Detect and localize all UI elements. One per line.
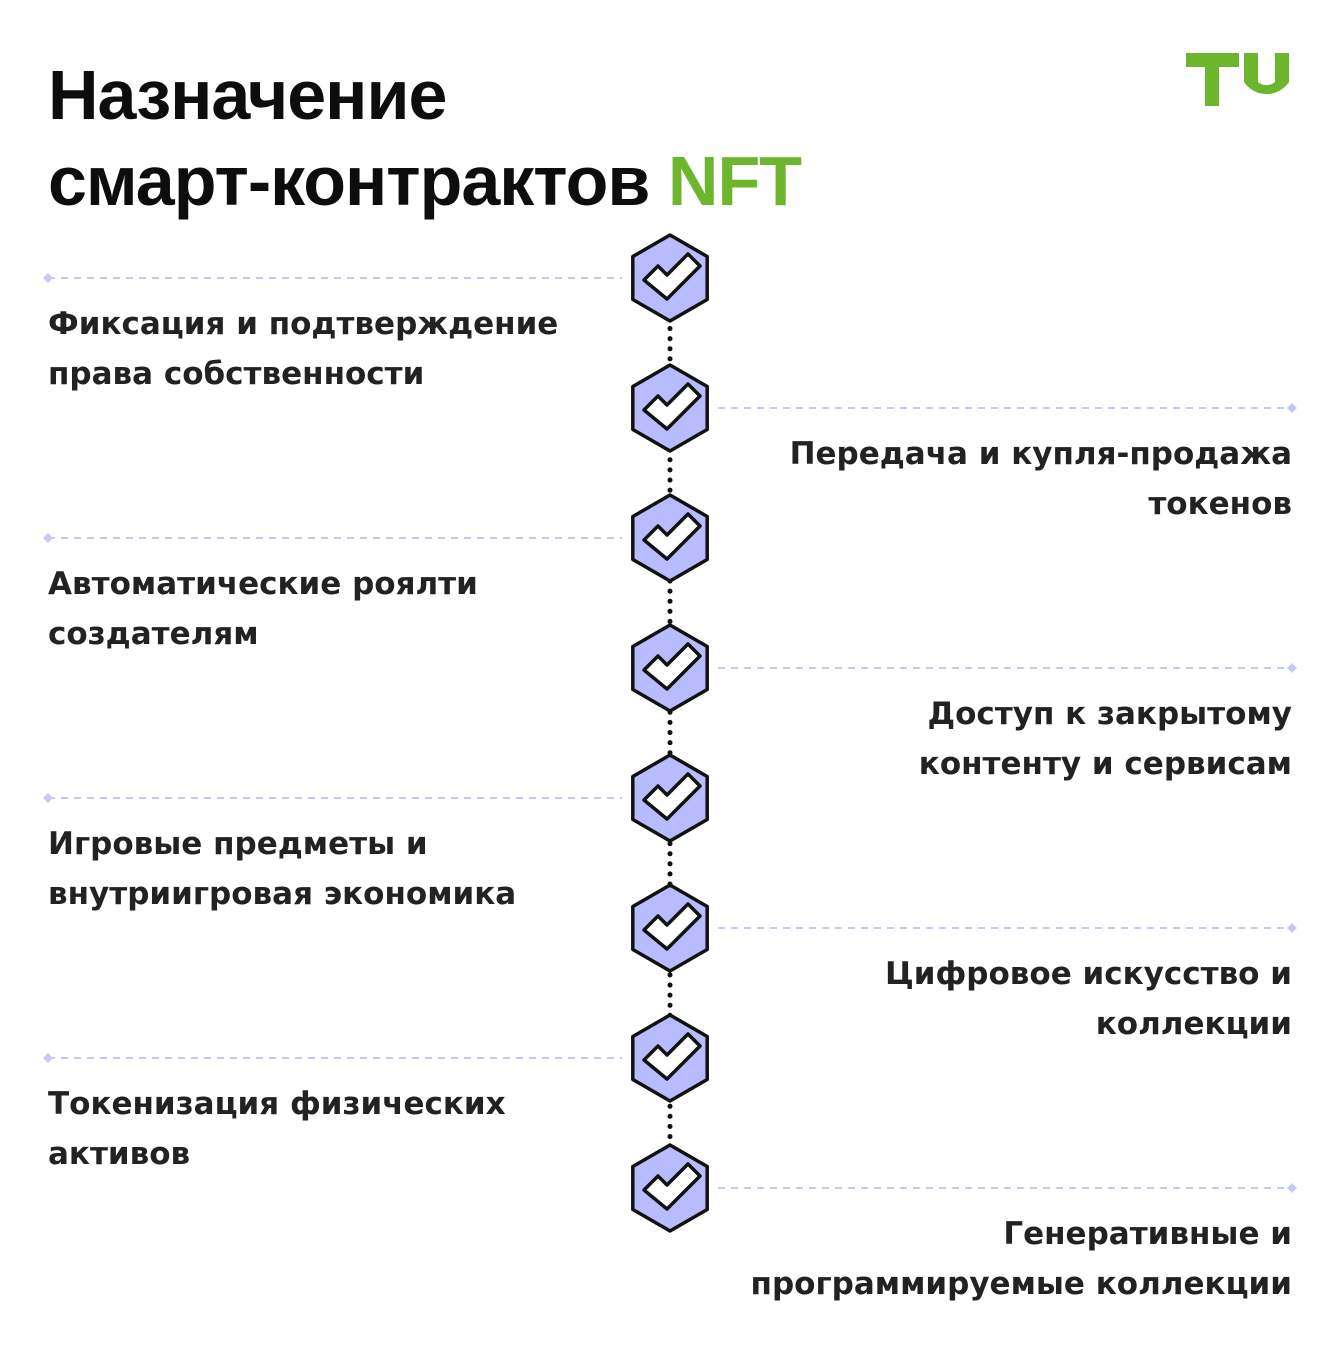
- item-label: Фиксация и подтверждение права собственно…: [48, 299, 608, 399]
- item-label-line-1: Генеративные и: [1003, 1216, 1292, 1252]
- title-accent: NFT: [667, 142, 802, 220]
- check-icon: [642, 252, 702, 301]
- page-title: Назначение смарт-контрактов NFT: [48, 52, 802, 224]
- check-badge: [631, 493, 709, 583]
- item-label-line-2: коллекции: [1095, 1006, 1292, 1042]
- guide-diamond: [43, 1053, 53, 1063]
- item-label-line-2: активов: [48, 1136, 191, 1172]
- item-label: Токенизация физических активов: [48, 1079, 608, 1179]
- item-label-line-2: права собственности: [48, 356, 425, 392]
- item-label-line-1: Фиксация и подтверждение: [48, 306, 559, 342]
- item-label: Цифровое искусство и коллекции: [692, 949, 1292, 1049]
- item-label-line-1: Цифровое искусство и: [885, 956, 1292, 992]
- guide-diamond: [43, 533, 53, 543]
- guide-diamond: [1287, 663, 1297, 673]
- check-badge: [631, 623, 709, 713]
- title-line-2: смарт-контрактов: [48, 142, 650, 220]
- item-label-line-2: внутриигровая экономика: [48, 876, 517, 912]
- item-label-line-1: Игровые предметы и: [48, 826, 428, 862]
- item-label-line-1: Передача и купля-продажа: [789, 436, 1292, 472]
- item-label: Передача и купля-продажа токенов: [692, 429, 1292, 529]
- item-label-line-2: контенту и сервисам: [918, 746, 1292, 782]
- tu-logo: [1186, 53, 1289, 106]
- check-badge: [631, 1013, 709, 1103]
- check-icon: [642, 382, 702, 431]
- item-label-line-2: создателям: [48, 616, 259, 652]
- item-label-line-1: Автоматические роялти: [48, 566, 478, 602]
- item-label-line-2: токенов: [1148, 486, 1292, 522]
- guide-diamond: [1287, 923, 1297, 933]
- guide-diamond: [43, 273, 53, 283]
- title-line-1: Назначение: [48, 56, 447, 134]
- item-label-line-1: Доступ к закрытому: [927, 696, 1292, 732]
- item-label-line-1: Токенизация физических: [48, 1086, 506, 1122]
- check-badge: [631, 883, 709, 973]
- check-icon: [642, 1032, 702, 1081]
- item-label-line-2: программируемые коллекции: [750, 1266, 1292, 1302]
- check-badge: [631, 1143, 709, 1233]
- guide-diamond: [43, 793, 53, 803]
- item-label: Доступ к закрытому контенту и сервисам: [692, 689, 1292, 789]
- check-badge: [631, 753, 709, 843]
- guide-diamond: [1287, 403, 1297, 413]
- check-icon: [642, 772, 702, 821]
- check-icon: [642, 902, 702, 951]
- check-badge: [631, 363, 709, 453]
- check-badge: [631, 233, 709, 323]
- guide-diamond: [1287, 1183, 1297, 1193]
- check-icon: [642, 1162, 702, 1211]
- item-label: Игровые предметы и внутриигровая экономик…: [48, 819, 608, 919]
- item-label: Генеративные и программируемые коллекции: [692, 1209, 1292, 1309]
- check-icon: [642, 642, 702, 691]
- item-label: Автоматические роялти создателям: [48, 559, 608, 659]
- check-icon: [642, 512, 702, 561]
